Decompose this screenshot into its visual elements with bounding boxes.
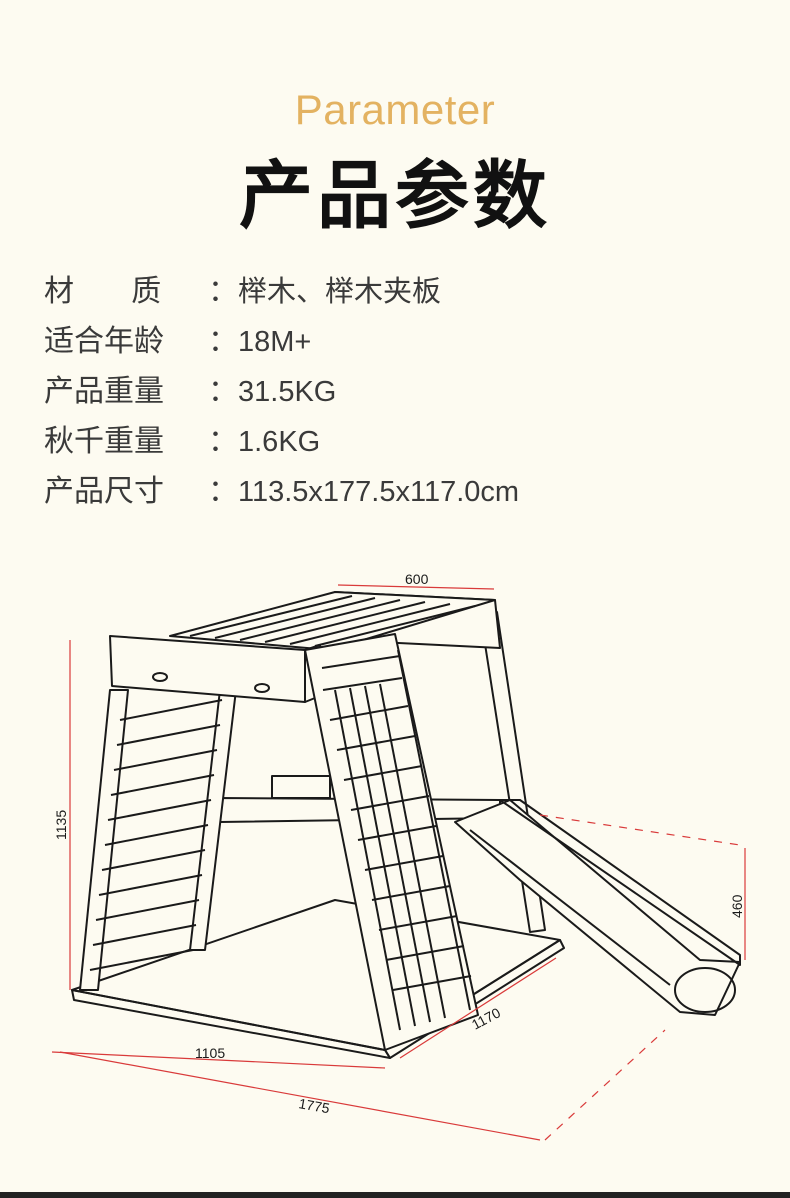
dim-top-width: 600 — [405, 571, 429, 587]
dim-total-length: 1775 — [297, 1095, 331, 1116]
spec-list: 材 质：榉木、榉木夹板 适合年龄：18M+ 产品重量：31.5KG 秋千重量：1… — [44, 266, 519, 516]
spec-colon: ： — [208, 474, 238, 509]
spec-label: 适合年龄 — [44, 324, 164, 359]
spec-row-weight: 产品重量 ：31.5KG — [44, 366, 519, 416]
spec-label: 产品重量 — [44, 374, 164, 409]
spec-colon: ： — [208, 424, 238, 459]
dim-height: 1135 — [53, 810, 69, 840]
spec-row-size: 产品尺寸 ：113.5x177.5x117.0cm — [44, 466, 519, 516]
spec-label: 材 质 — [44, 274, 162, 309]
product-diagram: 600 1135 460 1170 1105 1775 — [51, 571, 746, 1141]
spec-value: 1.6KG — [238, 426, 321, 458]
spec-value: 31.5KG — [238, 376, 337, 408]
dim-slide-height: 460 — [729, 894, 745, 918]
spec-value: 榉木、榉木夹板 — [238, 276, 442, 308]
spec-row-material: 材 质 ：榉木、榉木夹板 — [44, 266, 519, 316]
spec-value: 113.5x177.5x117.0cm — [238, 476, 520, 508]
spec-colon: ： — [208, 324, 238, 359]
spec-row-age: 适合年龄 ：18M+ — [44, 316, 519, 366]
bottom-divider — [0, 1192, 790, 1198]
spec-label: 产品尺寸 — [44, 474, 164, 509]
subtitle: Parameter — [294, 86, 496, 133]
spec-colon: ： — [208, 374, 238, 409]
spec-value: 18M+ — [238, 326, 312, 358]
spec-colon: ： — [208, 274, 238, 309]
spec-row-swing-weight: 秋千重量 ：1.6KG — [44, 416, 519, 466]
spec-label: 秋千重量 — [44, 424, 164, 459]
dim-front-width: 1105 — [195, 1045, 225, 1061]
page-title: 产品参数 — [239, 153, 551, 239]
